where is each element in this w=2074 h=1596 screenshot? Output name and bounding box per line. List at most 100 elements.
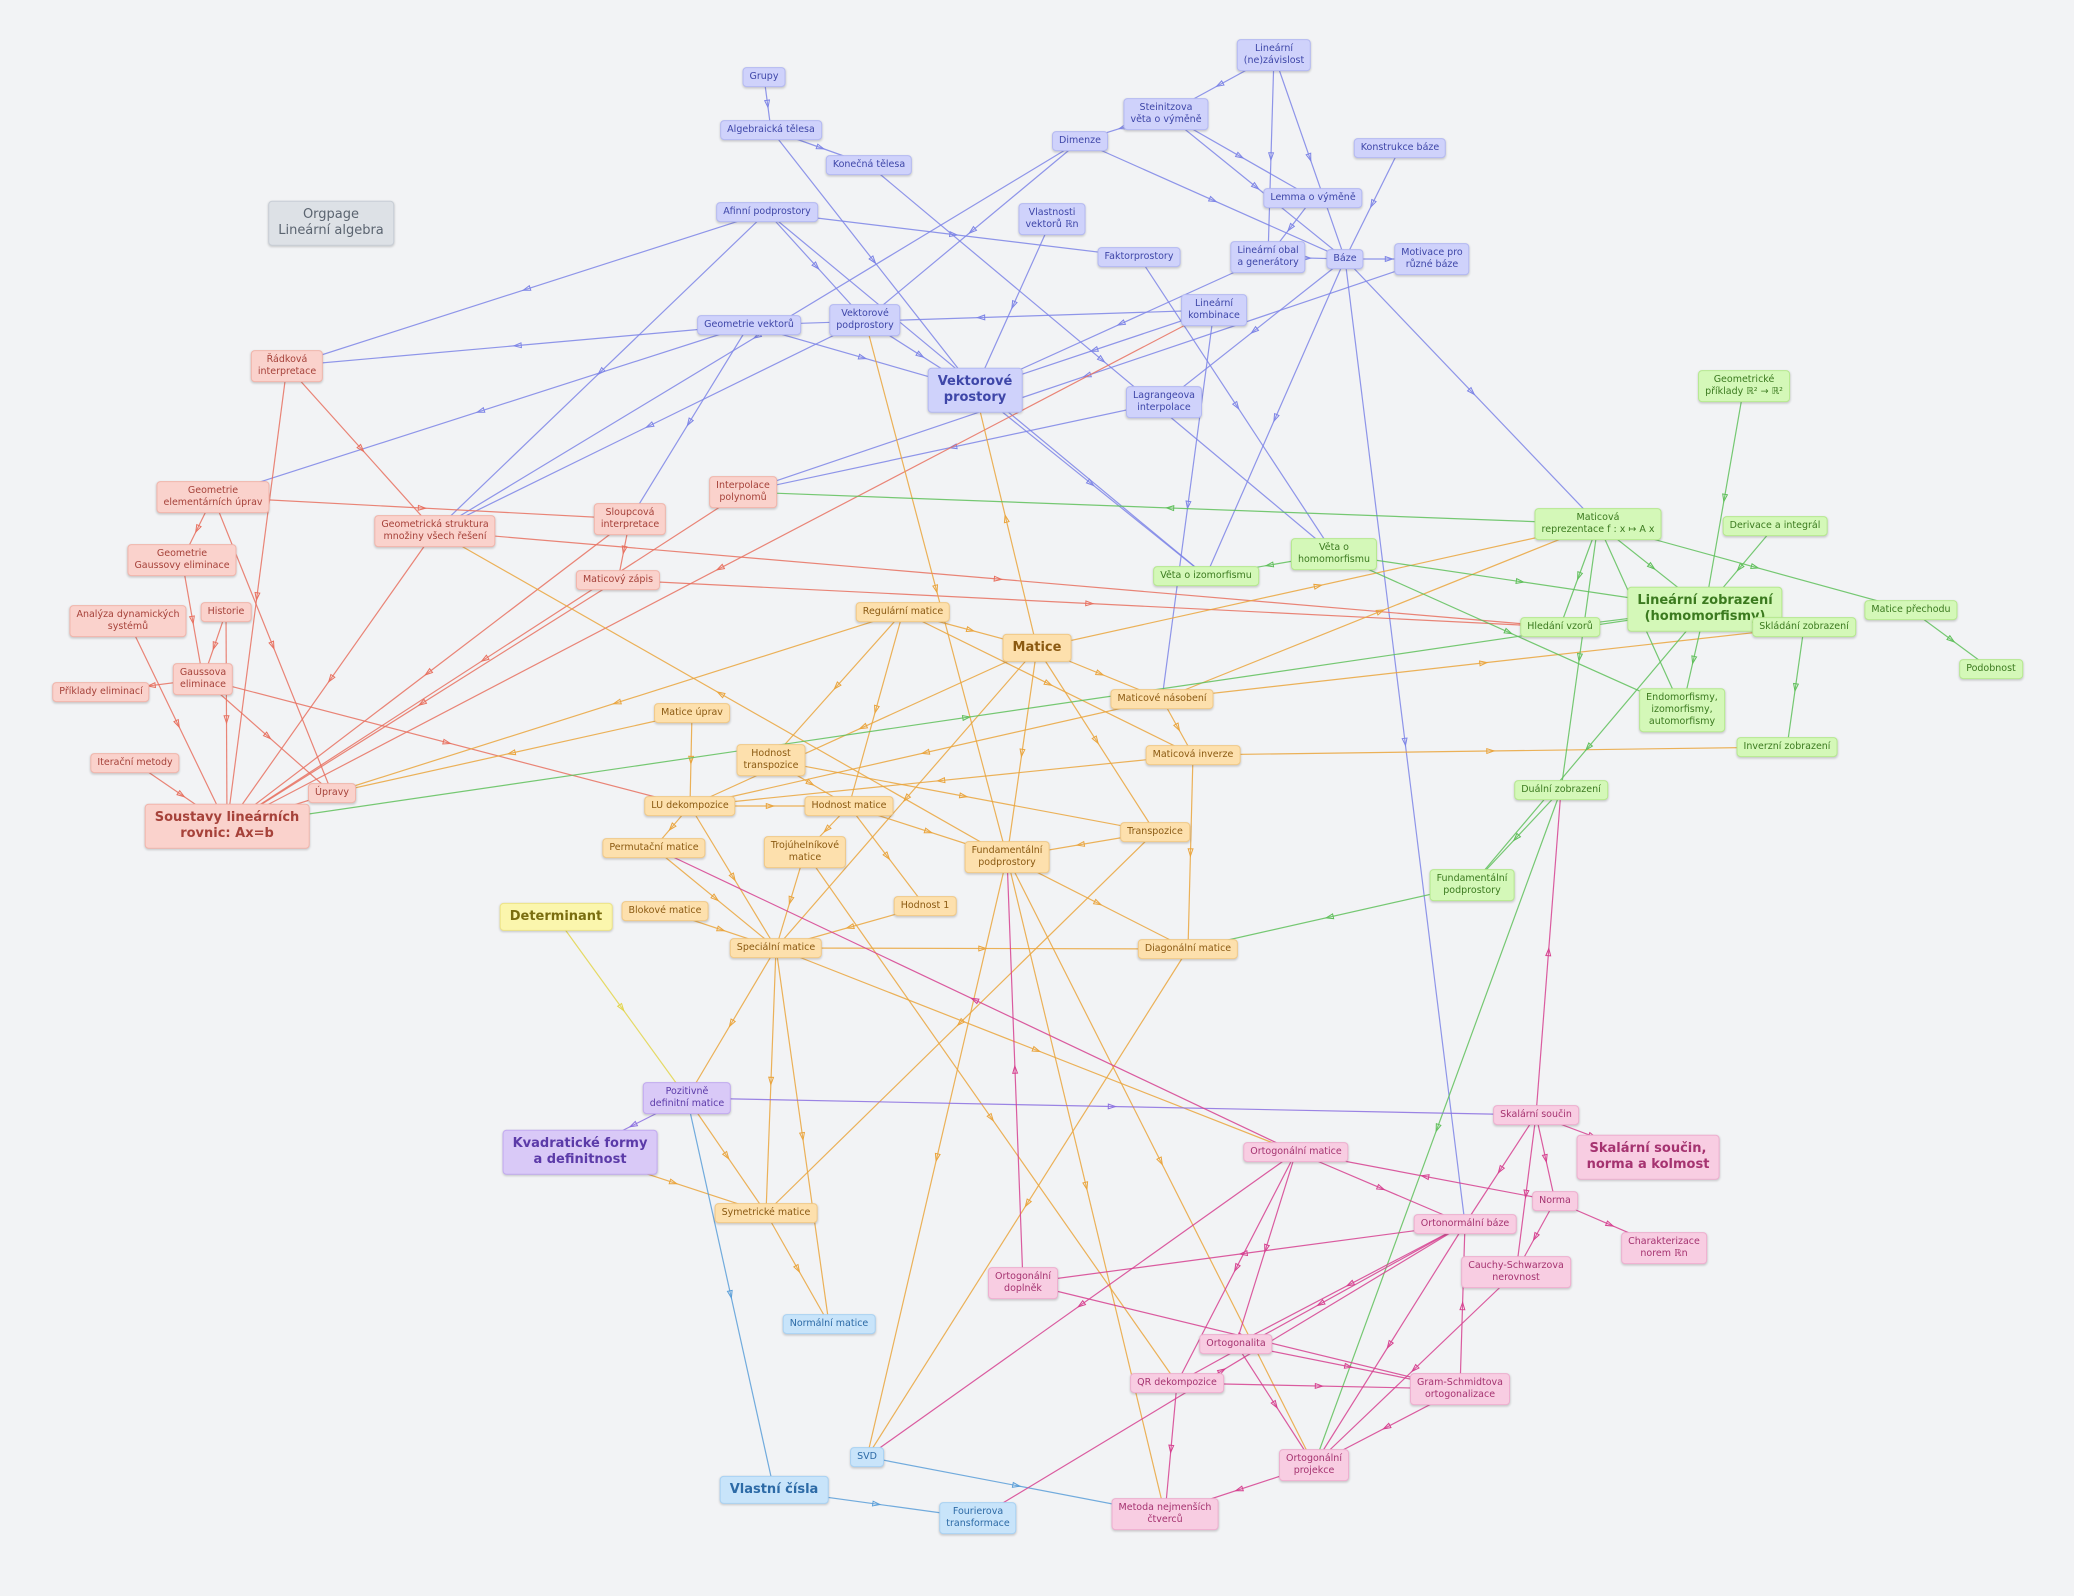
concept-node-endo[interactable]: Endomorfismy, izomorfismy, automorfismy: [1639, 688, 1725, 732]
concept-node-vlastnicisla[interactable]: Vlastní čísla: [719, 1475, 829, 1505]
concept-node-konectelesa[interactable]: Konečná tělesa: [825, 155, 913, 175]
concept-node-konstrbaze[interactable]: Konstrukce báze: [1353, 138, 1447, 158]
concept-node-specialni[interactable]: Speciální matice: [729, 938, 823, 958]
concept-node-radkova[interactable]: Řádková interpretace: [250, 350, 324, 382]
concept-node-gram[interactable]: Gram-Schmidtova ortogonalizace: [1410, 1373, 1510, 1405]
concept-node-geomgauss[interactable]: Geometrie Gaussovy eliminace: [127, 544, 237, 576]
concept-node-hledani[interactable]: Hledání vzorů: [1520, 617, 1600, 637]
concept-node-svd[interactable]: SVD: [850, 1447, 884, 1467]
concept-node-blokove[interactable]: Blokové matice: [621, 901, 709, 921]
concept-node-hodnost[interactable]: Hodnost matice: [804, 796, 894, 816]
concept-node-inverzni[interactable]: Inverzní zobrazení: [1736, 737, 1838, 757]
concept-node-dualni[interactable]: Duální zobrazení: [1514, 780, 1608, 800]
concept-node-fundpodpr2[interactable]: Fundamentální podprostory: [1429, 869, 1515, 901]
concept-node-vetahomo[interactable]: Věta o homomorfismu: [1290, 538, 1378, 570]
concept-node-vlastnosti[interactable]: Vlastnosti vektorů ℝn: [1018, 203, 1086, 235]
concept-node-ortogproj[interactable]: Ortogonální projekce: [1279, 1449, 1349, 1481]
concept-node-maticoveupr[interactable]: Matice úprav: [654, 703, 730, 723]
concept-node-matnasob[interactable]: Maticové násobení: [1110, 689, 1214, 709]
concept-node-vetaizo[interactable]: Věta o izomorfismu: [1153, 566, 1259, 586]
concept-node-diagonalni[interactable]: Diagonální matice: [1137, 939, 1239, 959]
edge-sloupcova-soustavy: [226, 518, 631, 827]
edge-fundpodpr-svd: [866, 856, 1008, 1458]
edge-arrow-icon: [1092, 898, 1103, 906]
concept-node-qr[interactable]: QR dekompozice: [1130, 1373, 1224, 1393]
concept-node-dimenze[interactable]: Dimenze: [1052, 131, 1108, 151]
concept-node-afinni[interactable]: Afinní podprostory: [716, 202, 818, 222]
concept-node-lagrange[interactable]: Lagrangeova interpolace: [1125, 386, 1203, 418]
concept-node-matreprez[interactable]: Maticová reprezentace f : x ↦ A x: [1534, 508, 1662, 540]
concept-node-normalni[interactable]: Normální matice: [782, 1314, 876, 1334]
concept-node-interpol[interactable]: Interpolace polynomů: [709, 476, 777, 508]
concept-node-matinverze[interactable]: Maticová inverze: [1145, 745, 1241, 765]
concept-node-linkomb[interactable]: Lineární kombinace: [1181, 294, 1247, 326]
edge-permutacni-specialni: [653, 847, 777, 949]
concept-node-geomstrukt[interactable]: Geometrická struktura množiny všech řeše…: [374, 515, 496, 547]
concept-node-symetricke[interactable]: Symetrické matice: [714, 1203, 818, 1223]
concept-node-nejmensi[interactable]: Metoda nejmenších čtverců: [1111, 1498, 1219, 1530]
concept-node-sloupcova[interactable]: Sloupcová interpretace: [593, 503, 667, 535]
concept-node-soustavy[interactable]: Soustavy lineárních rovnic: Ax=b: [144, 803, 310, 849]
edge-radkova-soustavy: [226, 365, 288, 827]
concept-node-linnez[interactable]: Lineární (ne)závislost: [1236, 39, 1312, 71]
edge-specialni-normalni: [775, 947, 830, 1325]
concept-node-ortogdoplnek[interactable]: Ortogonální doplněk: [988, 1267, 1058, 1299]
concept-node-matice[interactable]: Matice: [1002, 633, 1072, 663]
concept-node-upravy[interactable]: Úpravy: [308, 783, 356, 803]
concept-node-skladani[interactable]: Skládání zobrazení: [1752, 617, 1856, 637]
concept-node-priklady[interactable]: Příklady eliminací: [52, 682, 150, 702]
edge-determinant-pozdef: [555, 916, 688, 1099]
concept-node-norma[interactable]: Norma: [1532, 1191, 1578, 1211]
concept-node-vektprostory[interactable]: Vektorové prostory: [927, 367, 1023, 413]
concept-node-lu[interactable]: LU dekompozice: [644, 796, 736, 816]
concept-node-faktor[interactable]: Faktorprostory: [1097, 247, 1181, 267]
edge-linnez-linobal: [1267, 54, 1275, 258]
concept-node-lemma[interactable]: Lemma o výměně: [1263, 188, 1363, 208]
concept-node-grupy[interactable]: Grupy: [742, 67, 786, 87]
concept-node-kvadraticke[interactable]: Kvadratické formy a definitnost: [502, 1129, 658, 1175]
edge-arrow-icon: [986, 1112, 995, 1123]
concept-node-fourier[interactable]: Fourierova transformace: [939, 1502, 1017, 1534]
concept-node-maticeprechodu[interactable]: Matice přechodu: [1864, 600, 1958, 620]
concept-node-algtelesa[interactable]: Algebraická tělesa: [720, 120, 822, 140]
concept-node-motivace[interactable]: Motivace pro různé báze: [1394, 243, 1470, 275]
edge-arrow-icon: [1384, 255, 1395, 263]
concept-node-derivace[interactable]: Derivace a integrál: [1722, 516, 1828, 536]
concept-node-podobnost[interactable]: Podobnost: [1959, 659, 2023, 679]
concept-node-ortogonalita[interactable]: Ortogonalita: [1199, 1334, 1273, 1354]
concept-node-regularni[interactable]: Regulární matice: [855, 602, 951, 622]
concept-node-cauchy[interactable]: Cauchy-Schwarzova nerovnost: [1461, 1256, 1571, 1288]
concept-node-skalarnibig[interactable]: Skalární součin, norma a kolmost: [1576, 1134, 1720, 1180]
concept-node-hodnost1[interactable]: Hodnost 1: [893, 896, 957, 916]
concept-node-permutacni[interactable]: Permutační matice: [602, 838, 706, 858]
concept-node-ortonorm[interactable]: Ortonormální báze: [1413, 1214, 1517, 1234]
concept-node-pozdef[interactable]: Pozitivně definitní matice: [642, 1082, 732, 1114]
concept-node-transpozice[interactable]: Transpozice: [1120, 822, 1190, 842]
concept-node-iteracni[interactable]: Iterační metody: [90, 753, 180, 773]
concept-node-determinant[interactable]: Determinant: [499, 902, 613, 932]
concept-node-charakt[interactable]: Charakterizace norem ℝn: [1621, 1232, 1707, 1264]
concept-node-geomelem[interactable]: Geometrie elementárních úprav: [156, 481, 270, 513]
edge-arrow-icon: [1164, 505, 1175, 512]
edge-arrow-icon: [1173, 722, 1181, 732]
concept-node-geomvekt[interactable]: Geometrie vektorů: [697, 315, 801, 335]
concept-node-vektpodpr[interactable]: Vektorové podprostory: [829, 304, 901, 336]
concept-node-maticovyzapis[interactable]: Maticový zápis: [575, 570, 661, 590]
concept-node-skalarni[interactable]: Skalární součin: [1493, 1105, 1579, 1125]
concept-node-steinitz[interactable]: Steinitzova věta o výměně: [1123, 98, 1209, 130]
concept-node-gaussova[interactable]: Gaussova eliminace: [172, 663, 234, 695]
edge-arrow-icon: [710, 893, 720, 902]
edge-arrow-icon: [1168, 1444, 1175, 1455]
concept-node-orgpage[interactable]: Orgpage Lineární algebra: [268, 200, 394, 246]
concept-node-hodnosttransp[interactable]: Hodnost transpozice: [736, 744, 806, 776]
edge-arrow-icon: [1515, 577, 1526, 585]
concept-node-baze[interactable]: Báze: [1326, 249, 1364, 269]
concept-node-linzobr[interactable]: Lineární zobrazení (homomorfismy): [1627, 586, 1783, 632]
concept-node-fundpodpr[interactable]: Fundamentální podprostory: [964, 841, 1050, 873]
concept-node-trojuhelnik[interactable]: Trojúhelníkové matice: [763, 836, 847, 868]
concept-node-historie[interactable]: Historie: [200, 602, 252, 622]
concept-node-linobal[interactable]: Lineární obal a generátory: [1230, 241, 1306, 273]
concept-node-analyza[interactable]: Analýza dynamických systémů: [69, 605, 187, 637]
concept-node-geomprikl[interactable]: Geometrické příklady ℝ² → ℝ²: [1698, 370, 1790, 402]
concept-node-ortogmatice[interactable]: Ortogonální matice: [1243, 1142, 1349, 1162]
